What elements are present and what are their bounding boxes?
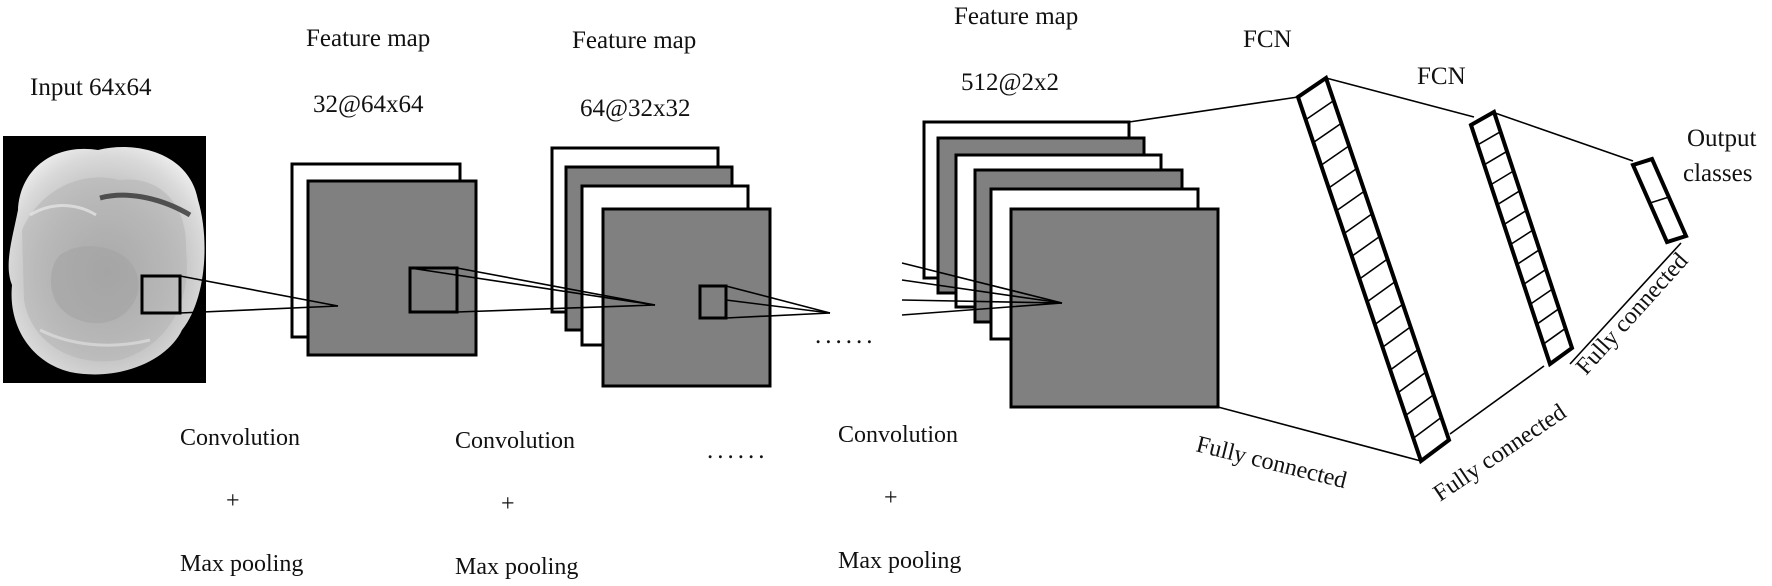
fcn-label-1: FCN [1243, 26, 1292, 53]
fcn-layer-2 [1468, 109, 1575, 368]
fcn-cell-divider [1397, 371, 1427, 394]
fully-connected-label-2: Fully connected [1429, 399, 1571, 507]
fcn-cell-divider [1536, 308, 1560, 325]
fcn-layer-1 [1295, 74, 1452, 465]
feature-map-1-title: Feature map [306, 25, 430, 52]
fcn-cell-divider [1405, 394, 1435, 417]
fcn-cell-divider [1412, 416, 1442, 439]
fcn-cell-divider [1523, 268, 1547, 285]
feature-map-2-dims: 64@32x32 [580, 95, 691, 122]
fcn-label-2: FCN [1417, 63, 1466, 90]
feature-map-3-title: Feature map [954, 3, 1078, 30]
ellipsis-top: ...... [815, 322, 877, 349]
fcn-cell-divider [1496, 189, 1521, 206]
fcn-cell-divider [1366, 280, 1396, 303]
feature-map-stack-3 [922, 120, 1220, 409]
step-3-op1: Convolution [838, 422, 958, 448]
feature-map-stack-2 [550, 146, 772, 388]
step-2-op2: Max pooling [455, 554, 578, 580]
fcn-cell-divider [1328, 167, 1358, 189]
input-receptive-field-box [140, 274, 182, 315]
fcn-cell-divider [1305, 99, 1335, 121]
input-image [3, 136, 206, 383]
fcn-cell-divider [1542, 327, 1566, 345]
ellipsis-bottom: ...... [707, 437, 769, 464]
step-1-op2: Max pooling [180, 551, 303, 577]
step-1-plus: + [226, 488, 240, 514]
fcn-cell-divider [1529, 288, 1553, 305]
fcn-cell-divider [1312, 122, 1342, 144]
step-2-plus: + [501, 491, 515, 517]
fcn-cell-divider [1389, 348, 1419, 371]
projection-lines [179, 77, 1682, 462]
feature-map-stack-1 [290, 162, 478, 357]
step-1-op1: Convolution [180, 425, 300, 451]
fcn-cell-divider [1490, 170, 1514, 186]
output-label-line2: classes [1683, 160, 1752, 187]
fcn-cell-divider [1483, 150, 1508, 166]
fcn-cell-divider [1320, 145, 1350, 166]
fcn-cell-divider [1477, 130, 1501, 146]
step-3-plus: + [884, 485, 898, 511]
fcn-cell-divider [1335, 190, 1365, 212]
fm2-receptive-field-box [698, 284, 728, 320]
feature-map-2-title: Feature map [572, 27, 696, 54]
fcn-cell-divider [1503, 209, 1527, 226]
input-label: Input 64x64 [30, 74, 152, 101]
step-2-op1: Convolution [455, 428, 575, 454]
fcn-cell-divider [1382, 326, 1412, 348]
fcn-cell-divider [1516, 248, 1540, 266]
feature-map-3-dims: 512@2x2 [961, 69, 1059, 96]
fcn-cell-divider [1343, 213, 1373, 235]
fcn-cell-divider [1374, 303, 1404, 326]
fully-connected-label-3: Fully connected [1571, 248, 1693, 380]
fully-connected-label-1: Fully connected [1194, 432, 1350, 494]
fcn-cell-divider [1359, 258, 1388, 280]
fcn-cell-divider [1510, 229, 1534, 246]
feature-map-1-dims: 32@64x64 [313, 91, 424, 118]
step-3-op2: Max pooling [838, 548, 961, 574]
fcn-cell-divider [1351, 235, 1381, 257]
output-label-line1: Output [1687, 125, 1757, 152]
fm1-receptive-field-box [408, 266, 459, 314]
output-layer [1630, 156, 1689, 245]
